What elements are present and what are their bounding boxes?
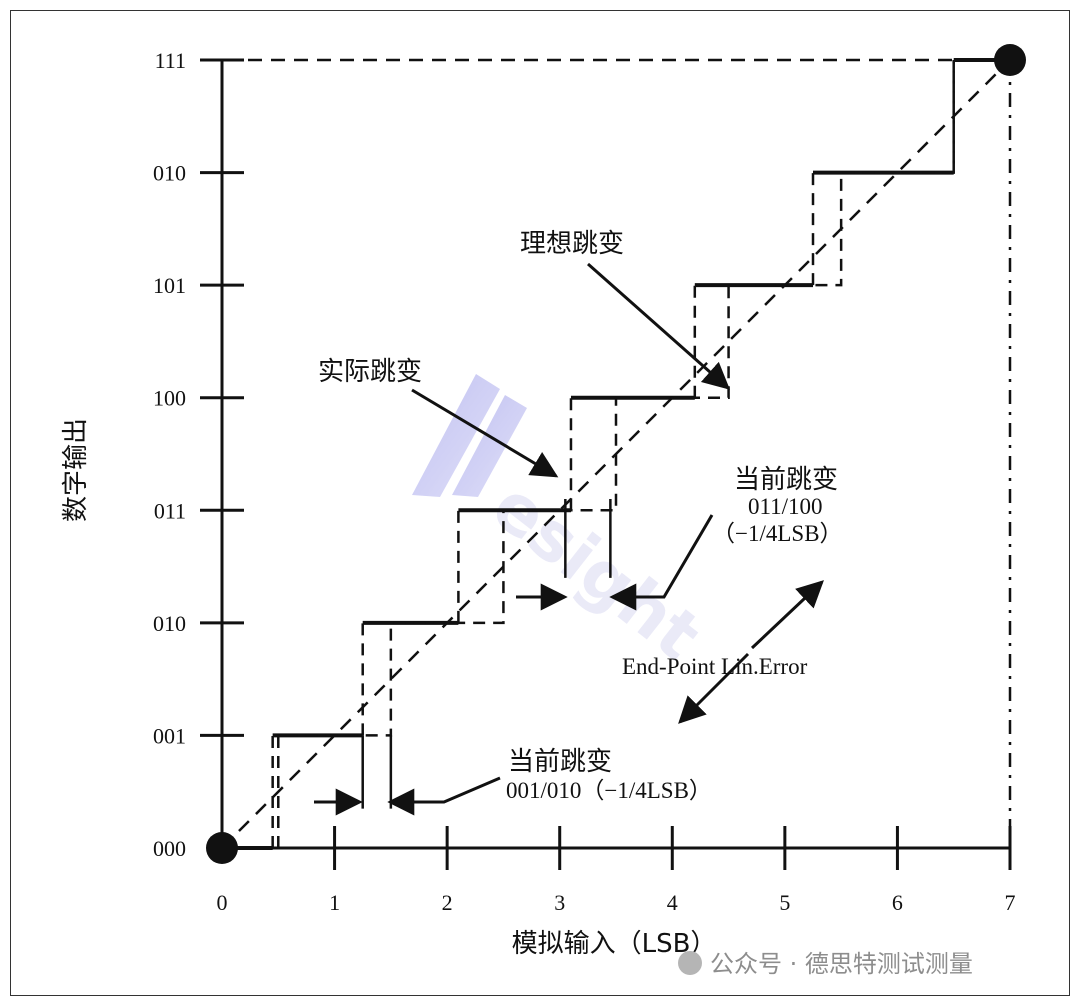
current-transition-lower-code: 001/010（−1/4LSB） [506,778,712,803]
y-tick-label: 010 [153,611,186,636]
annotation-arrows [314,262,824,816]
x-tick-label: 2 [442,890,453,915]
x-tick-label: 4 [667,890,678,915]
watermark-logo: esight [412,374,715,676]
endpoint-error-label: End-Point Lin.Error [622,654,808,679]
x-tick-label: 6 [892,890,903,915]
current-transition-upper-code: 011/100 [748,494,823,519]
watermark-caption: 公众号 · 德思特测试测量 [678,950,973,978]
endpoint-error-arrow-down [678,652,750,724]
chart-marks [206,44,1026,864]
ideal-transition-label: 理想跳变 [520,229,624,259]
end-endpoint-dot [994,44,1026,76]
y-tick-label: 100 [153,386,186,411]
upper-transition-right-arrow [609,514,714,611]
x-tick-label: 0 [217,890,228,915]
x-tick-label: 3 [554,890,565,915]
x-tick-label: 7 [1005,890,1016,915]
current-transition-upper-error: （−1/4LSB） [712,521,843,546]
current-transition-upper-title: 当前跳变 [734,465,838,495]
y-tick-label: 011 [154,498,186,523]
y-axis-title: 数字输出 [61,418,91,522]
axes [220,60,1010,850]
watermark-caption-text: 公众号 · 德思特测试测量 [710,950,973,978]
y-tick-label: 101 [153,273,186,298]
y-tick-label: 010 [153,161,186,186]
start-endpoint-dot [206,832,238,864]
actual-transition-arrow [411,388,559,478]
y-tick-label: 001 [153,723,186,748]
x-tick-label: 1 [329,890,340,915]
x-tick-label: 5 [779,890,790,915]
ideal-diagonal-series [221,59,1011,849]
actual-transition-label: 实际跳变 [318,357,422,387]
y-tick-label: 111 [155,48,186,73]
y-tick-label: 000 [153,836,186,861]
current-transition-lower-title: 当前跳变 [508,747,612,777]
endpoint-error-arrow-up [750,580,824,650]
ideal-transition-arrow [587,262,731,390]
lower-transition-right-arrow [387,776,501,816]
wechat-icon [678,951,702,975]
